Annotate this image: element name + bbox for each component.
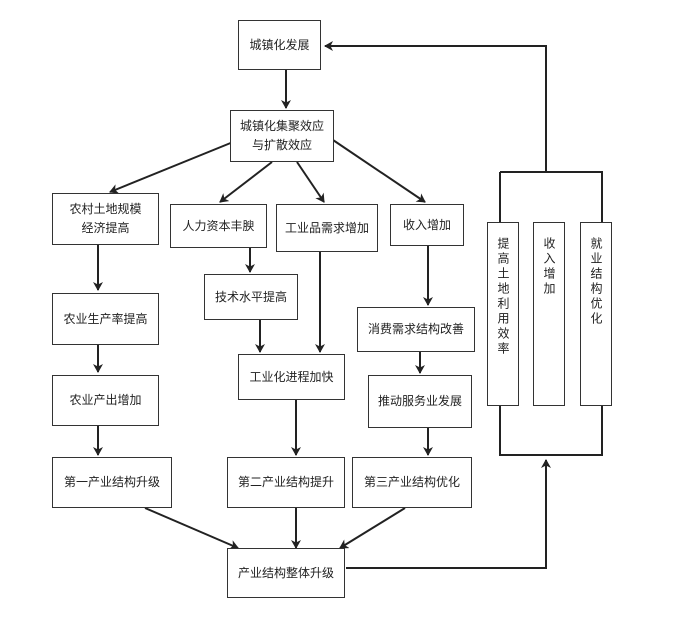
- node-label: 收入增加: [402, 217, 451, 232]
- arrow-effect-to-income: [332, 139, 426, 203]
- node-label: 工业品需求增加: [284, 220, 369, 235]
- node-tech-level: 技术水平提高: [204, 274, 298, 320]
- node-secondary-upgrade: 第二产业结构提升: [227, 457, 345, 508]
- node-agri-productivity: 农业生产率提高: [52, 293, 159, 345]
- node-label-line1: 农村土地规模: [69, 202, 142, 216]
- node-label: 城镇化发展: [249, 37, 310, 52]
- node-label: 人力资本丰腴: [182, 218, 255, 233]
- side-node-label: 收入增加: [542, 237, 556, 297]
- side-node-employment: 就业结构优化: [580, 222, 612, 406]
- node-service-dev: 推动服务业发展: [368, 375, 472, 428]
- arrow-primary-to-overall: [144, 507, 239, 550]
- arrow-effect-to-human-capital: [219, 161, 273, 203]
- node-label: 第一产业结构升级: [63, 475, 160, 489]
- node-tertiary-upgrade: 第三产业结构优化: [352, 457, 472, 508]
- node-agri-output: 农业产出增加: [52, 375, 159, 426]
- node-label: 第三产业结构优化: [363, 475, 460, 489]
- node-label-line1: 城镇化集聚效应: [239, 119, 324, 133]
- node-overall-upgrade: 产业结构整体升级: [227, 548, 345, 598]
- node-consumption-structure: 消费需求结构改善: [357, 307, 475, 352]
- node-label-line2: 与扩散效应: [251, 138, 312, 152]
- node-human-capital: 人力资本丰腴: [170, 204, 267, 248]
- arrow-effect-to-rural-land: [109, 139, 239, 194]
- node-urbanization: 城镇化发展: [238, 20, 321, 70]
- node-label: 农业产出增加: [69, 393, 142, 407]
- node-label: 农业生产率提高: [63, 311, 148, 326]
- node-industrialization: 工业化进程加快: [238, 354, 345, 400]
- node-rural-land: 农村土地规模 经济提高: [52, 193, 159, 245]
- arrow-side-panel-to-urbanization: [324, 41, 547, 172]
- node-income-increase: 收入增加: [390, 204, 464, 246]
- side-node-label: 提高土地利用效率: [496, 237, 510, 357]
- arrow-overall-to-side-panel: [346, 459, 551, 569]
- node-effect: 城镇化集聚效应 与扩散效应: [230, 110, 334, 162]
- node-label: 推动服务业发展: [377, 394, 462, 408]
- side-node-land-efficiency: 提高土地利用效率: [487, 222, 519, 406]
- side-node-label: 就业结构优化: [589, 237, 603, 327]
- node-primary-upgrade: 第一产业结构升级: [52, 457, 172, 508]
- node-industrial-demand: 工业品需求增加: [276, 204, 378, 252]
- node-label: 消费需求结构改善: [367, 322, 464, 336]
- arrow-effect-to-industrial-demand: [296, 161, 325, 203]
- node-label: 工业化进程加快: [249, 369, 334, 384]
- side-node-income: 收入增加: [533, 222, 565, 406]
- node-label-line2: 经济提高: [81, 221, 130, 235]
- node-label: 产业结构整体升级: [237, 565, 334, 580]
- arrow-tertiary-to-overall: [339, 507, 406, 549]
- node-label: 技术水平提高: [214, 289, 287, 304]
- node-label: 第二产业结构提升: [237, 475, 334, 489]
